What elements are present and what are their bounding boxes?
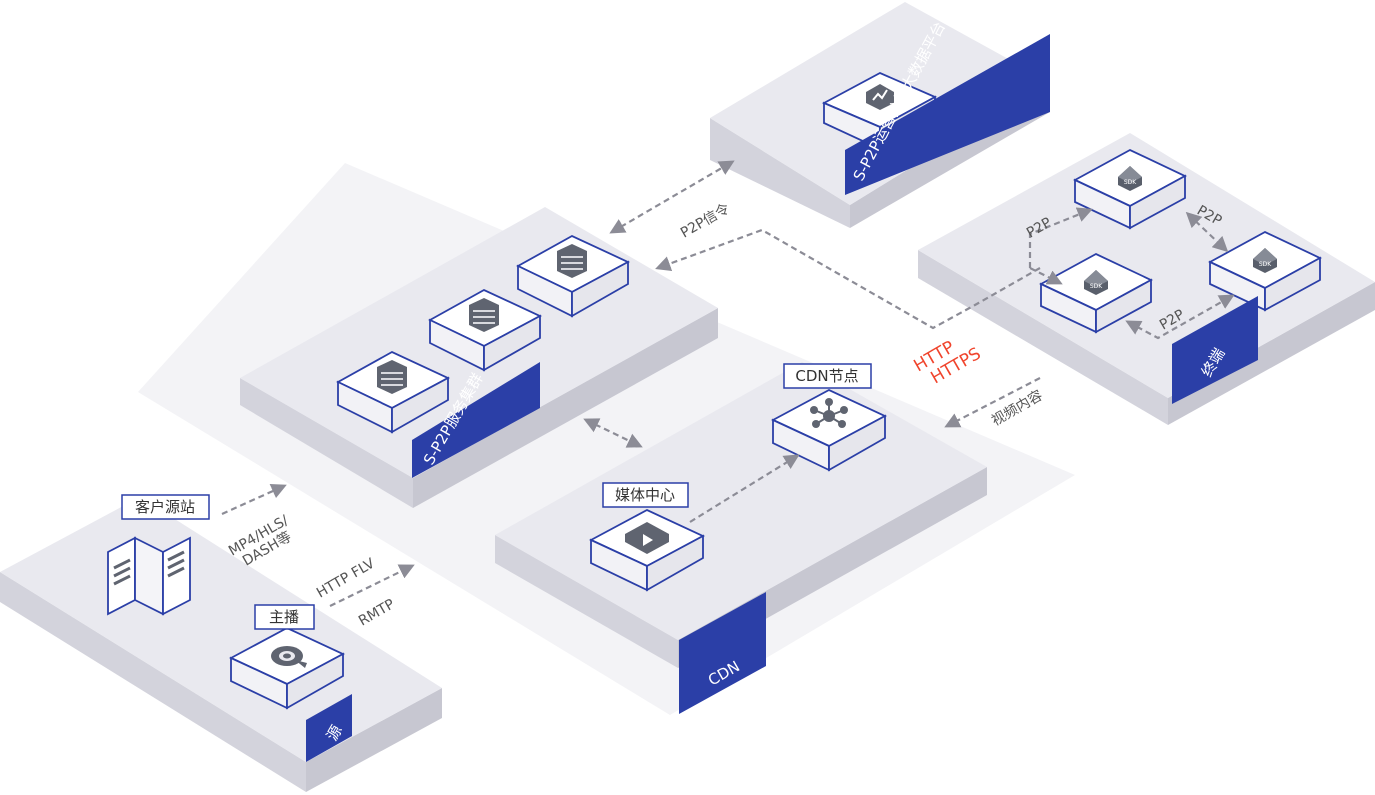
video-content-label: 视频内容 <box>989 387 1046 430</box>
terminal-sdk-node-right: SDK <box>1208 230 1322 312</box>
p2p-arrow-top <box>1028 207 1093 268</box>
cdn-node-label-box <box>783 363 872 389</box>
media-to-cdn-arrow <box>689 454 800 523</box>
terminal-cdn-video-arrow <box>944 377 1041 428</box>
streamer-label-box <box>254 604 315 630</box>
customer-origin-label: 客户源站 <box>135 498 195 516</box>
cdn-node-box <box>770 388 888 472</box>
streamer-label: 主播 <box>269 608 299 626</box>
p2p-arrow-right <box>1185 211 1229 253</box>
sdk-icon-label: SDK <box>1090 283 1103 290</box>
network-hub-icon <box>810 398 848 428</box>
media-center-box <box>588 508 706 592</box>
customer-origin-label-box <box>121 494 210 520</box>
media-center-label: 媒体中心 <box>615 486 675 504</box>
cluster-tag <box>412 362 540 478</box>
rmtp-label: RMTP <box>356 596 398 629</box>
bigdata-tag <box>845 34 1050 195</box>
video-film-icon <box>625 522 669 554</box>
terminal-platform: SDK SDK SDK P2P P2P P2P 终端 <box>918 133 1375 425</box>
cdn-node-label: CDN节点 <box>795 367 858 385</box>
terminal-sdk-node-left: SDK <box>1039 252 1153 334</box>
server-icon <box>468 297 500 333</box>
cluster-server-3 <box>516 234 631 318</box>
p2p-arrow-bottom <box>1125 294 1235 340</box>
server-icon <box>376 359 408 395</box>
cluster-platform: S-P2P服务集群 <box>240 207 718 508</box>
bigdata-platform: S-P2P运营分析大数据平台 <box>710 2 1050 228</box>
stream-record-icon <box>271 646 307 668</box>
sdk-icon-label: SDK <box>1124 179 1137 186</box>
source-tag <box>306 694 352 762</box>
cluster-bigdata-arrow <box>609 160 735 234</box>
source-platform: 客户源站 主播 源 <box>0 494 442 792</box>
cluster-server-1 <box>336 350 451 434</box>
terminal-cluster-signaling-arrow <box>655 228 1041 330</box>
cdn-tag <box>679 592 766 714</box>
terminal-sdk-node-top: SDK <box>1073 148 1187 230</box>
http-flv-label: HTTP FLV <box>314 555 378 601</box>
streamer-box <box>228 626 346 710</box>
media-center-label-box <box>602 482 689 508</box>
sdk-icon-label: SDK <box>1259 261 1272 268</box>
origin-to-cdn-arrow <box>221 484 287 516</box>
customer-origin-server <box>107 536 191 616</box>
terminal-tag <box>1172 296 1258 404</box>
p2p-signaling-label: P2P信令 <box>678 201 733 242</box>
server-icon <box>556 243 588 279</box>
analytics-icon <box>866 84 894 110</box>
cluster-server-2 <box>428 288 543 372</box>
server-rack-icon <box>113 550 185 586</box>
cdn-platform: CDN节点 媒体中心 CDN <box>495 362 987 714</box>
streamer-to-cdn-arrow <box>329 564 415 607</box>
